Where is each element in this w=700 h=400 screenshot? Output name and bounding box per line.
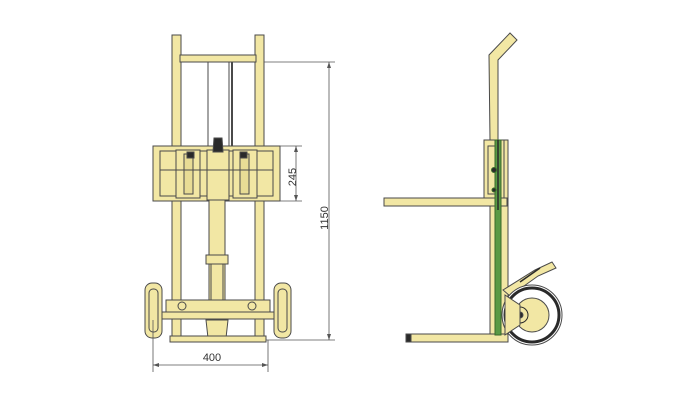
right-fork-plate-slot [239,153,250,195]
right-wheel-inner [277,288,288,333]
fork-dim-arrow-bottom [294,195,298,201]
front-dimensions [152,61,335,372]
foot-bar [169,335,267,343]
center-lift-block [206,149,230,201]
carriage-small-block-left [186,151,195,159]
width-dim-arrow-left [153,363,159,367]
side-wheel-assembly [501,261,563,346]
axle-bar [149,311,289,320]
axle-hub-left [177,301,187,311]
left-fork-plate-slot [183,153,194,195]
height-dim-arrow-bottom [327,334,331,340]
left-wheel-inner [148,288,159,333]
cylinder-base [205,319,229,339]
side-wheel-bracket [504,294,521,336]
top-crossbeam [179,54,257,63]
cylinder-collar [205,254,229,265]
chain-sprocket [212,137,224,153]
fork-height-dimension-label: 245 [287,168,299,186]
side-handle [488,32,518,141]
width-dim-arrow-right [262,363,268,367]
front-view [144,34,292,343]
side-fork [383,197,508,207]
side-base-leg [407,333,509,343]
carriage-small-block-right [239,151,248,159]
side-carriage-bolt-top [491,167,497,173]
height-dimension-label: 1150 [319,206,331,230]
brake-pedal-link [519,267,541,283]
height-dim-arrow-top [327,62,331,68]
fork-dim-arrow-top [294,146,298,152]
axle-hub-right [247,301,257,311]
side-base-tip [405,333,412,343]
side-cylinder [491,139,502,336]
side-carriage-bolt-bottom [491,187,497,193]
width-dimension-label: 400 [203,352,221,364]
